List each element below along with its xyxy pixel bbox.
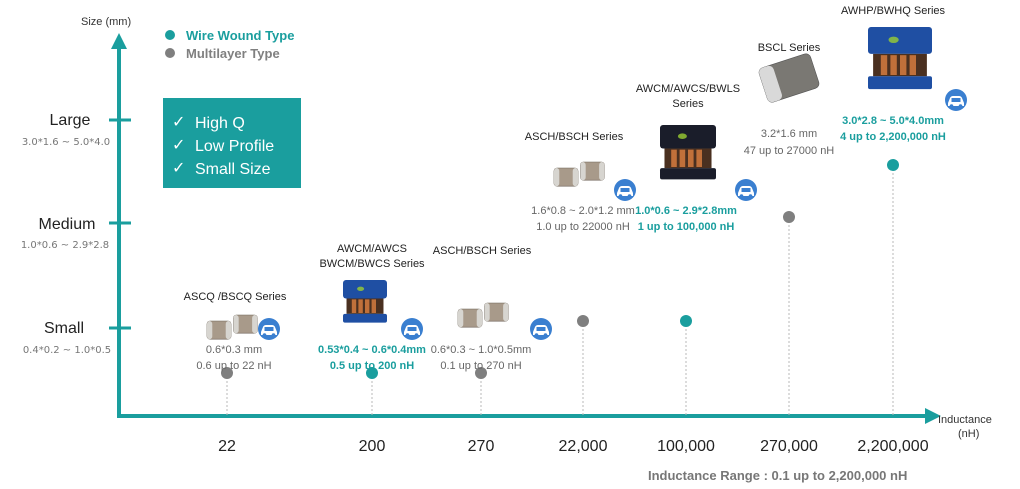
- x-axis-label: Inductance: [938, 414, 992, 426]
- series-label: AWHP/BWHQ Series: [841, 5, 946, 17]
- feature-check-icon: ✓: [172, 135, 185, 154]
- inductance-range-value: 1.0 up to 22000 nH: [536, 221, 630, 233]
- inductance-range-value: 0.6 up to 22 nH: [196, 360, 271, 372]
- car-icon: [530, 318, 552, 340]
- inductance-range-value: 0.1 up to 270 nH: [440, 360, 521, 372]
- feature-item: High Q: [195, 115, 245, 132]
- data-point-group: AWHP/BWHQ Series 3.0*2.8 ~ 5.0*4.0mm 4 up …: [840, 5, 967, 416]
- series-label: BSCL Series: [758, 42, 821, 54]
- size-level-medium: Medium: [39, 216, 96, 233]
- multilayer-chip-image: [758, 53, 820, 103]
- inductance-range-value: 0.5 up to 200 nH: [330, 360, 414, 372]
- feature-item: Low Profile: [195, 138, 274, 155]
- series-label: AWCM/AWCS: [337, 243, 407, 255]
- data-point-group: ASCH/BSCH Series 0.6*0.3 ~ 1.0*0.5mm 0.1 u…: [431, 245, 552, 416]
- x-tick-label: 100,000: [657, 438, 715, 455]
- legend-label-wire-wound: Wire Wound Type: [186, 28, 294, 43]
- data-point: [221, 367, 233, 379]
- inductance-range-footer: Inductance Range : 0.1 up to 2,200,000 n…: [648, 468, 907, 483]
- y-axis: [109, 33, 131, 416]
- data-points: ASCQ /BSCQ Series 0.6*0.3 mm 0.6 up to 22 …: [184, 5, 967, 416]
- size-value: 0.6*0.3 ~ 1.0*0.5mm: [431, 344, 532, 356]
- series-label: BWCM/BWCS Series: [319, 258, 425, 270]
- legend-marker-multilayer: [165, 48, 175, 58]
- multilayer-chip-image: [457, 302, 509, 328]
- data-point-group: AWCM/AWCS BWCM/BWCS Series 0.53*0.4 ~ 0.6*…: [318, 243, 426, 416]
- series-label: Series: [672, 98, 704, 110]
- size-value: 3.0*2.8 ~ 5.0*4.0mm: [842, 115, 944, 127]
- inductance-range-value: 1 up to 100,000 nH: [638, 221, 735, 233]
- size-level-small: Small: [44, 320, 84, 337]
- x-axis-arrow-icon: [925, 408, 941, 424]
- data-point: [577, 315, 589, 327]
- data-point: [680, 315, 692, 327]
- car-icon: [945, 89, 967, 111]
- car-icon: [401, 318, 423, 340]
- data-point-group: AWCM/AWCS/BWLS Series 1.0*0.6 ~ 2.9*2.8mm 1…: [635, 83, 757, 416]
- feature-box: ✓ High Q ✓ Low Profile ✓ Small Size: [163, 98, 301, 188]
- inductance-range-value: 47 up to 27000 nH: [744, 145, 835, 157]
- size-level-large-range: 3.0*1.6 ~ 5.0*4.0: [22, 137, 110, 148]
- feature-item: Small Size: [195, 161, 271, 178]
- feature-check-icon: ✓: [172, 158, 185, 177]
- size-value: 1.6*0.8 ~ 2.0*1.2 mm: [531, 205, 635, 217]
- x-tick-label: 22,000: [559, 438, 608, 455]
- multilayer-chip-image: [553, 161, 605, 187]
- car-icon: [614, 179, 636, 201]
- x-axis-unit: (nH): [958, 428, 979, 440]
- feature-check-icon: ✓: [172, 112, 185, 131]
- size-level-medium-range: 1.0*0.6 ~ 2.9*2.8: [21, 240, 109, 251]
- size-level-large: Large: [50, 112, 91, 129]
- data-point-group: BSCL Series 3.2*1.6 mm 47 up to 27000 nH: [744, 42, 835, 416]
- size-level-small-range: 0.4*0.2 ~ 1.0*0.5: [23, 345, 111, 356]
- car-icon: [735, 179, 757, 201]
- wire-wound-inductor-image: [868, 27, 932, 90]
- x-axis: [117, 408, 941, 424]
- x-tick-label: 22: [218, 438, 236, 455]
- legend: Wire Wound Type Multilayer Type: [165, 28, 294, 61]
- x-tick-label: 270,000: [760, 438, 818, 455]
- car-icon: [258, 318, 280, 340]
- data-point-group: ASCQ /BSCQ Series 0.6*0.3 mm 0.6 up to 22 …: [184, 291, 287, 416]
- series-label: AWCM/AWCS/BWLS: [636, 83, 740, 95]
- legend-marker-wire-wound: [165, 30, 175, 40]
- multilayer-chip-image: [206, 314, 258, 340]
- legend-label-multilayer: Multilayer Type: [186, 46, 280, 61]
- wire-wound-inductor-image: [660, 125, 716, 180]
- series-label: ASCH/BSCH Series: [433, 245, 532, 257]
- data-point: [475, 367, 487, 379]
- size-value: 0.6*0.3 mm: [206, 344, 262, 356]
- inductance-range-value: 4 up to 2,200,000 nH: [840, 131, 946, 143]
- data-point: [783, 211, 795, 223]
- series-label: ASCH/BSCH Series: [525, 131, 624, 143]
- data-point-group: ASCH/BSCH Series 1.6*0.8 ~ 2.0*1.2 mm 1.0 …: [525, 131, 636, 416]
- data-point: [887, 159, 899, 171]
- x-tick-label: 200: [359, 438, 386, 455]
- y-axis-label: Size (mm): [81, 16, 131, 28]
- x-tick-label: 2,200,000: [857, 438, 928, 455]
- size-value: 1.0*0.6 ~ 2.9*2.8mm: [635, 205, 737, 217]
- x-tick-labels: 22 200 270 22,000 100,000 270,000 2,200,000: [218, 438, 929, 455]
- y-axis-arrow-icon: [111, 33, 127, 49]
- size-value: 0.53*0.4 ~ 0.6*0.4mm: [318, 344, 426, 356]
- x-tick-label: 270: [468, 438, 495, 455]
- data-point: [366, 367, 378, 379]
- series-label: ASCQ /BSCQ Series: [184, 291, 287, 303]
- wire-wound-inductor-image: [343, 280, 387, 323]
- size-value: 3.2*1.6 mm: [761, 128, 817, 140]
